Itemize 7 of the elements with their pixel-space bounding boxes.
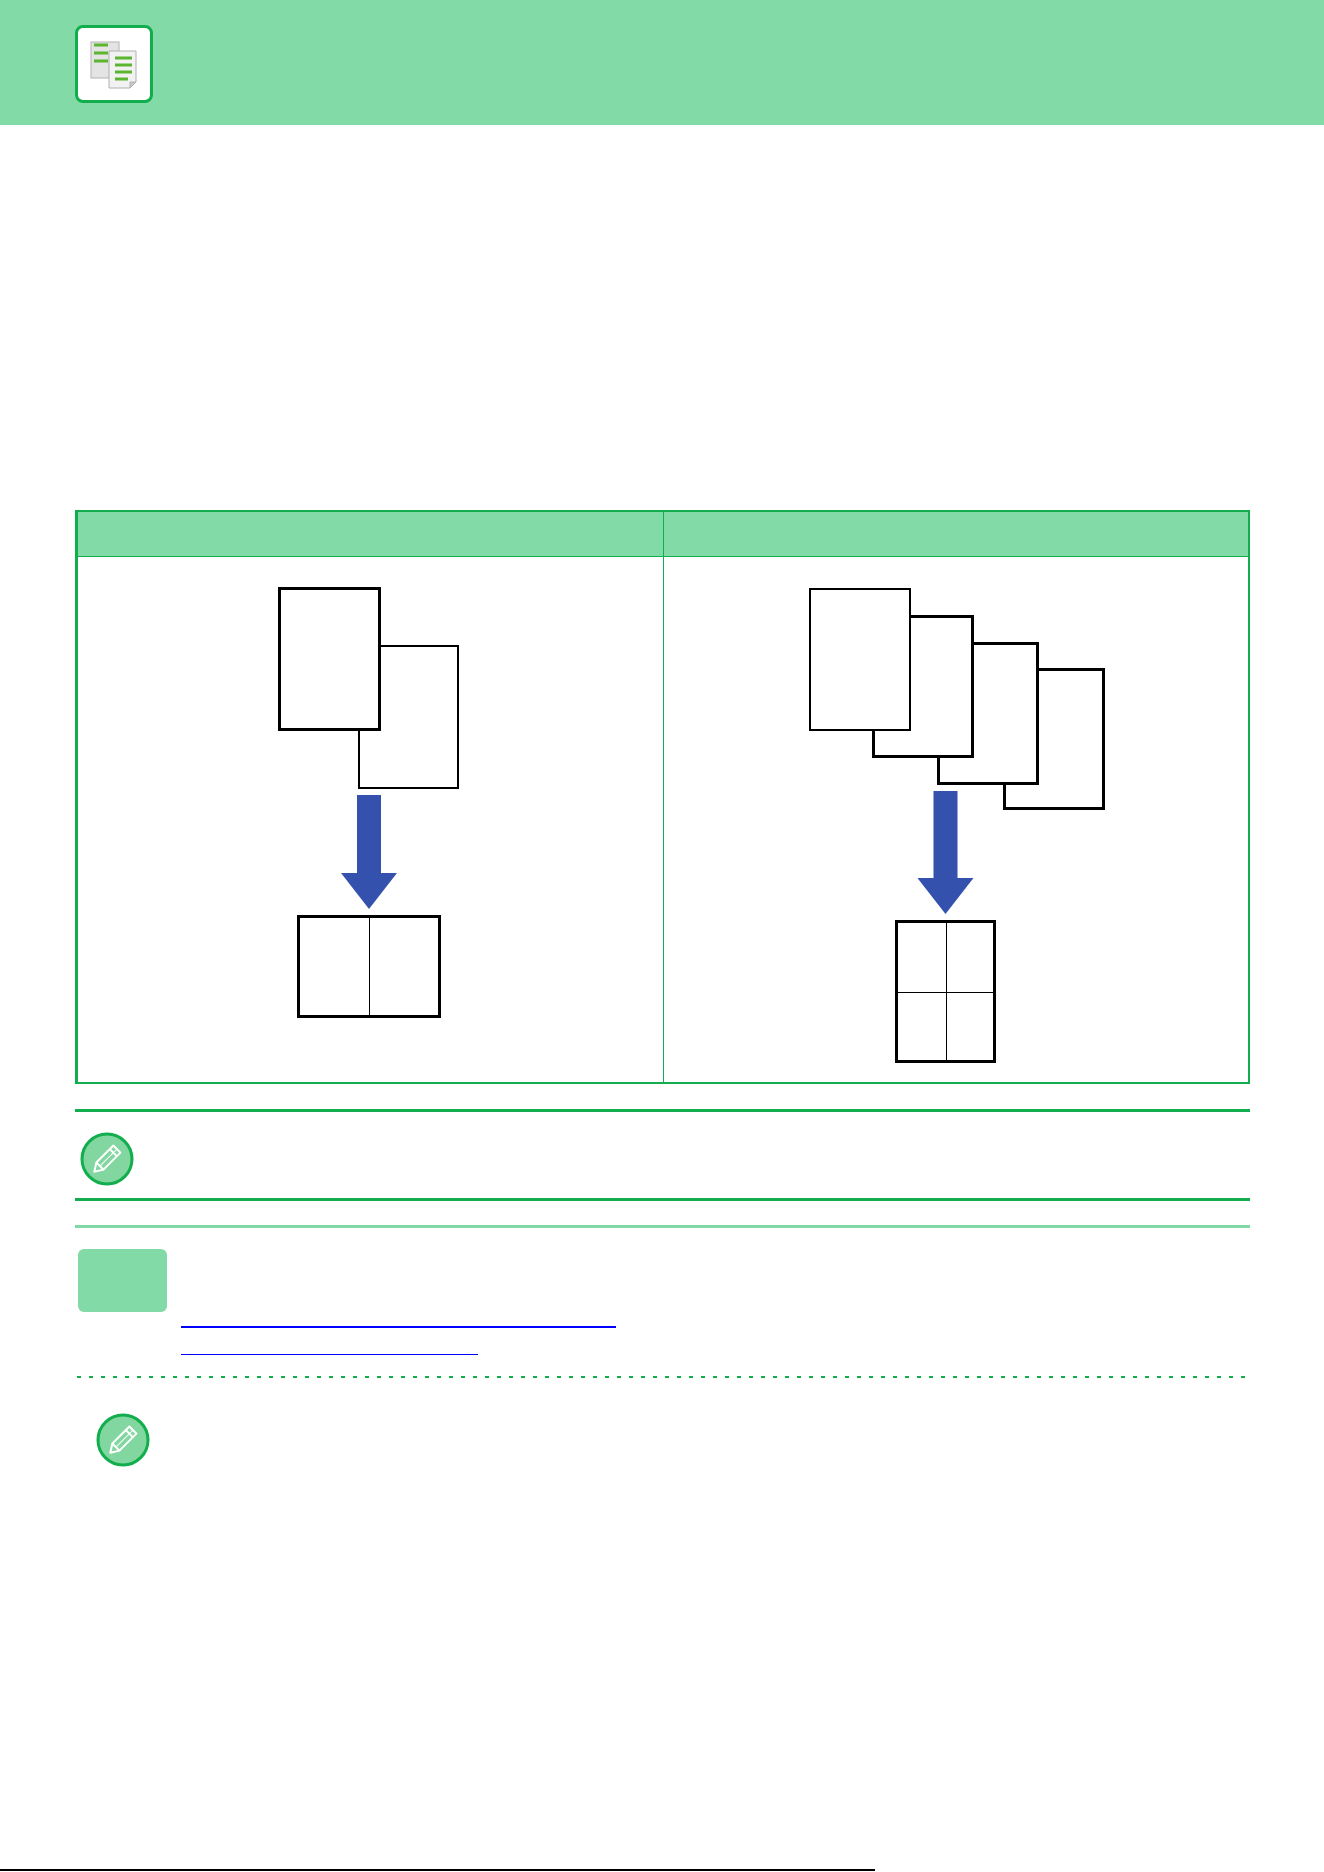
page-sheet (278, 587, 381, 731)
combined-page (297, 915, 441, 1018)
combined-page (895, 920, 996, 1063)
down-arrow (341, 795, 397, 909)
step-number-tile (78, 1249, 167, 1312)
down-arrow (917, 791, 974, 914)
page-sheet (809, 588, 911, 731)
